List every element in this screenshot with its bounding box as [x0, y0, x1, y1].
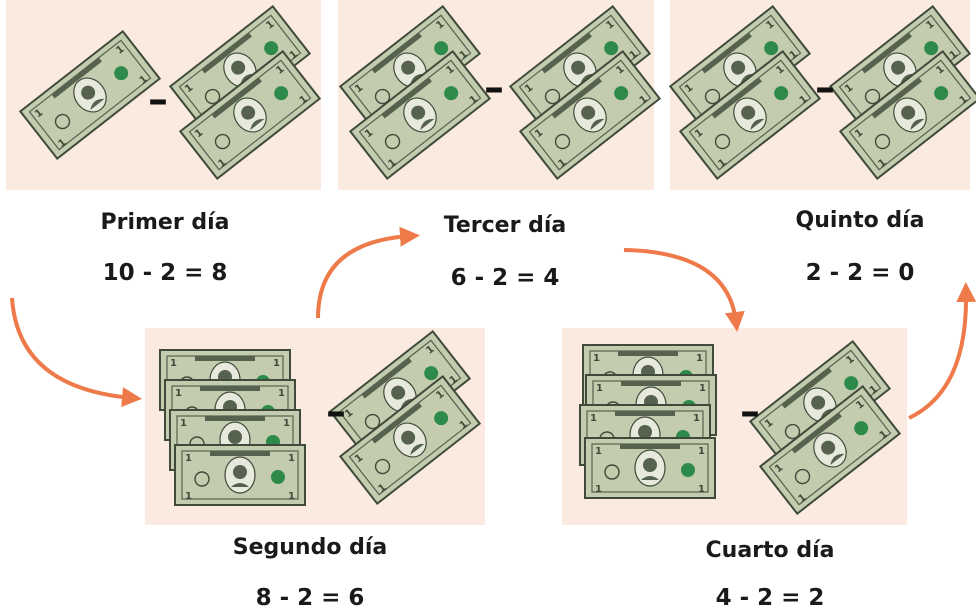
- day-label: Quinto día: [795, 208, 925, 233]
- dollar-bill-one-icon: [174, 444, 306, 506]
- minus-sign: –: [740, 389, 760, 435]
- day-equation: 8 - 2 = 6: [255, 585, 365, 611]
- day-label: Primer día: [100, 210, 230, 235]
- day-label: Cuarto día: [705, 538, 835, 563]
- minus-sign: –: [815, 65, 835, 111]
- curved-arrow-icon: [316, 226, 420, 319]
- dollar-bill-ten-icon: [19, 30, 161, 160]
- day-equation: 10 - 2 = 8: [102, 260, 228, 286]
- day-equation: 6 - 2 = 4: [450, 265, 560, 291]
- curved-arrow-icon: [10, 297, 142, 408]
- day-equation: 2 - 2 = 0: [805, 260, 915, 286]
- curved-arrow-icon: [908, 282, 976, 420]
- curved-arrow-icon: [623, 248, 745, 332]
- minus-sign: –: [484, 65, 504, 111]
- minus-sign: –: [326, 389, 346, 435]
- day-label: Segundo día: [232, 535, 388, 560]
- minus-sign: –: [148, 77, 168, 123]
- day-equation: 4 - 2 = 2: [715, 585, 825, 611]
- day-label: Tercer día: [443, 213, 567, 238]
- dollar-bill-one-icon: [584, 437, 716, 499]
